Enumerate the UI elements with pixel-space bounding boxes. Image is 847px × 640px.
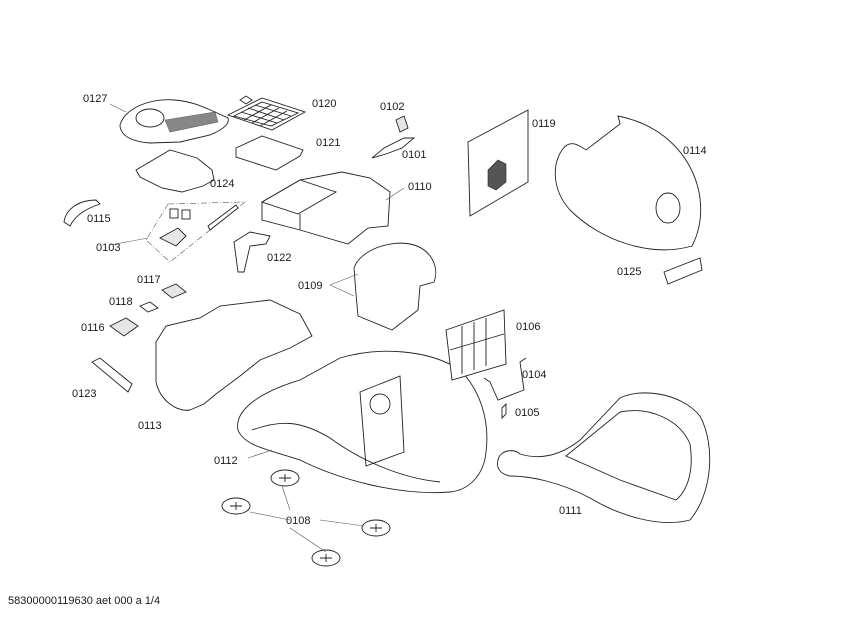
label-0106: 0106 (516, 321, 541, 333)
label-0121: 0121 (316, 137, 341, 149)
part-0125-handle (663, 257, 703, 285)
part-0110-housing (260, 171, 391, 245)
part-0121-pad (235, 135, 304, 171)
leader-lines (109, 103, 405, 553)
part-0118 (139, 301, 159, 313)
label-0116: 0116 (81, 322, 105, 334)
document-footer: 58300000119630 aet 000 a 1/4 (8, 595, 161, 607)
label-0117: 0117 (137, 274, 161, 286)
label-0118: 0118 (109, 296, 133, 308)
label-0119: 0119 (532, 118, 556, 130)
label-0104: 0104 (522, 369, 547, 381)
part-0116 (109, 317, 139, 337)
label-0111: 0111 (559, 505, 582, 517)
part-0119-bag (467, 109, 529, 217)
label-0125: 0125 (617, 266, 642, 278)
part-0115-trim (63, 199, 101, 227)
label-0103: 0103 (96, 242, 121, 254)
label-0115: 0115 (87, 213, 111, 225)
part-0117 (161, 283, 187, 299)
label-0113: 0113 (138, 420, 162, 432)
part-0113-front (155, 299, 313, 411)
label-0127: 0127 (83, 93, 108, 105)
part-0127-cover (119, 99, 229, 144)
label-0110: 0110 (408, 181, 432, 193)
part-0120-filter (226, 95, 307, 131)
part-0112-base (237, 350, 488, 494)
label-0112: 0112 (214, 455, 238, 467)
label-0108: 0108 (286, 515, 311, 527)
label-0102: 0102 (380, 101, 405, 113)
part-0102-clip (395, 115, 409, 133)
label-0105: 0105 (515, 407, 540, 419)
part-0108-wheels (221, 469, 391, 567)
part-0103-kit (145, 201, 246, 263)
label-0122: 0122 (267, 252, 292, 264)
part-0122-lever (233, 231, 271, 273)
label-0120: 0120 (312, 98, 337, 110)
part-0114-lid (554, 115, 702, 251)
part-0106-frame (445, 309, 507, 381)
label-0123: 0123 (72, 388, 97, 400)
label-0124: 0124 (210, 178, 235, 190)
part-0101-latch (371, 137, 416, 159)
part-0105 (501, 402, 507, 420)
label-0109: 0109 (298, 280, 323, 292)
label-0114: 0114 (683, 145, 707, 157)
part-0123 (91, 357, 133, 393)
part-0111-chassis (497, 392, 711, 523)
part-0104 (483, 357, 527, 401)
label-0101: 0101 (402, 149, 427, 161)
part-0124-mat (135, 149, 215, 193)
part-0109-motor-cover (353, 242, 437, 331)
